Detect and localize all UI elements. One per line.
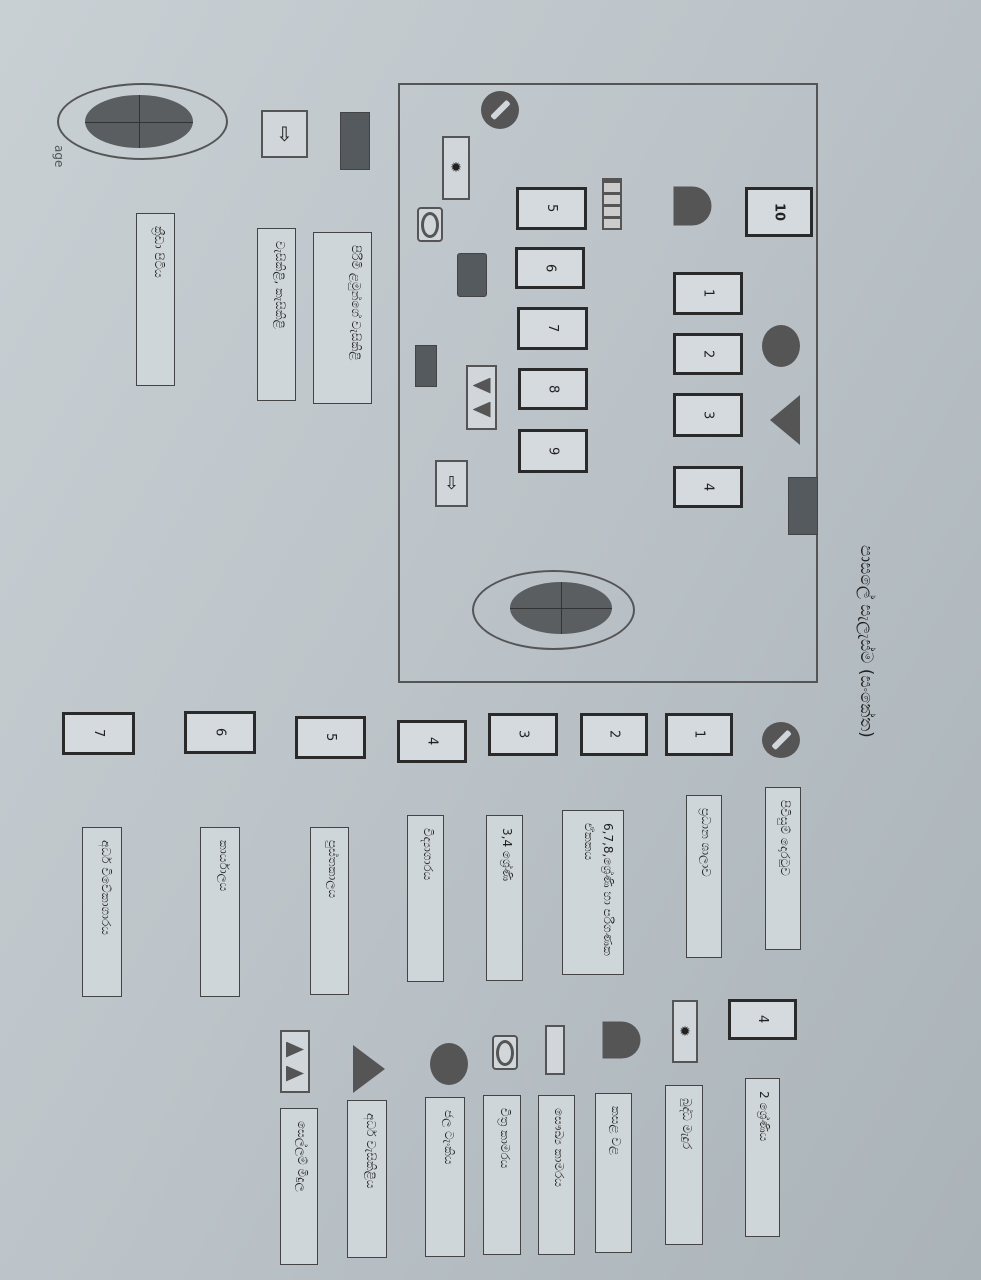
legend-box-1: 1 xyxy=(665,713,733,756)
legend-box-6: 6 xyxy=(184,711,256,754)
circle-icon xyxy=(762,325,800,367)
page-title: පාසලේ සැලැස්ම (සංකේත) xyxy=(856,545,876,738)
legend-label-grades-678: 6,7,8,ශ්‍රේණි හා පරිගණක ඒකකය xyxy=(562,810,624,975)
sports-ground-oval xyxy=(57,83,228,160)
dark-block-icon xyxy=(340,112,370,170)
playground-oval xyxy=(472,570,635,650)
room-3: 3 xyxy=(673,393,743,437)
legend-label-toilet: අර්ධ වැසිකිළිය xyxy=(347,1100,387,1258)
legend-box-3: 3 xyxy=(488,713,558,756)
thin-rect-icon xyxy=(545,1025,565,1075)
legend-label-entrance: පිවිසුම් දොරටුව xyxy=(765,787,801,950)
legend-label-main-hall: ප්‍රධාන ශාලාව xyxy=(686,795,722,958)
half-circle-icon xyxy=(673,186,712,226)
legend-label-water-tank: ජල ටැංකිය xyxy=(425,1097,465,1257)
no-entry-icon xyxy=(481,91,519,129)
sports-ground-field-icon xyxy=(85,95,193,148)
room-9: 9 xyxy=(518,429,588,473)
half-circle-icon xyxy=(602,1021,641,1059)
school-map xyxy=(398,83,818,683)
legend-label-office: කාර්යාලය xyxy=(200,827,240,997)
legend-box-7: 7 xyxy=(62,712,135,755)
dark-block-icon xyxy=(415,345,437,387)
lotus-flag-icon: ✹ xyxy=(672,1000,698,1063)
label-sports-ground: ක්‍රීඩා පිටිය xyxy=(136,213,175,386)
page-number-fragment: age xyxy=(52,145,66,168)
triangle-icon xyxy=(353,1045,385,1093)
legend-box-4-grade2: 4 xyxy=(728,999,797,1040)
legend-box-5: 5 xyxy=(295,716,366,759)
o-box-icon xyxy=(417,207,443,242)
o-box-icon xyxy=(492,1035,518,1070)
legend-label-garbage-pit: කසළ වළ xyxy=(595,1093,632,1253)
dark-block-icon xyxy=(457,253,487,297)
room-1: 1 xyxy=(673,272,743,315)
legend-label-library: පුස්තකාලය xyxy=(310,827,349,995)
double-triangle-icon xyxy=(280,1030,310,1093)
dark-block-icon xyxy=(788,477,818,535)
legend-label-playground: සෙල්ලම් මිදුල xyxy=(280,1108,318,1265)
no-entry-icon xyxy=(762,722,800,758)
room-7: 7 xyxy=(517,307,588,350)
room-2: 2 xyxy=(673,333,743,375)
legend-label-science-lab: විද්‍යාගාරය xyxy=(407,815,444,982)
room-4: 4 xyxy=(673,466,743,508)
legend-label-canteen: අර්ධ විවේකාගාරය xyxy=(82,827,122,997)
legend-label-health-room: සෞඛ්‍ය කාමරය xyxy=(538,1095,575,1255)
label-toilets: වැසිකිළි, කැසිකිළි xyxy=(257,228,296,401)
legend-label-shrine: බුද්ධ මැදුර xyxy=(665,1085,703,1245)
circle-icon xyxy=(430,1043,468,1085)
legend-label-art-room: චිත්‍ර කාමරය xyxy=(483,1095,521,1255)
room-8: 8 xyxy=(518,368,588,410)
legend-box-2: 2 xyxy=(580,713,648,756)
double-triangle-icon xyxy=(466,365,497,430)
door-icon: ⇩ xyxy=(261,110,308,158)
legend-box-4: 4 xyxy=(397,720,467,763)
label-boys-toilets: පිරිමි ළමුන්ගේ වැසිකිළි xyxy=(313,232,372,404)
lotus-flag-icon: ✹ xyxy=(442,136,470,200)
door-icon: ⇩ xyxy=(435,460,468,507)
legend-label-grades-34: 3,4 ශ්‍රේණි xyxy=(486,815,523,981)
room-6: 6 xyxy=(515,247,585,289)
playground-field-icon xyxy=(510,582,612,634)
legend-label-grade2: 2 ශ්‍රේණිය xyxy=(745,1078,780,1237)
grill-icon xyxy=(602,178,622,230)
room-5: 5 xyxy=(516,187,587,230)
room-10: 10 xyxy=(745,187,813,237)
